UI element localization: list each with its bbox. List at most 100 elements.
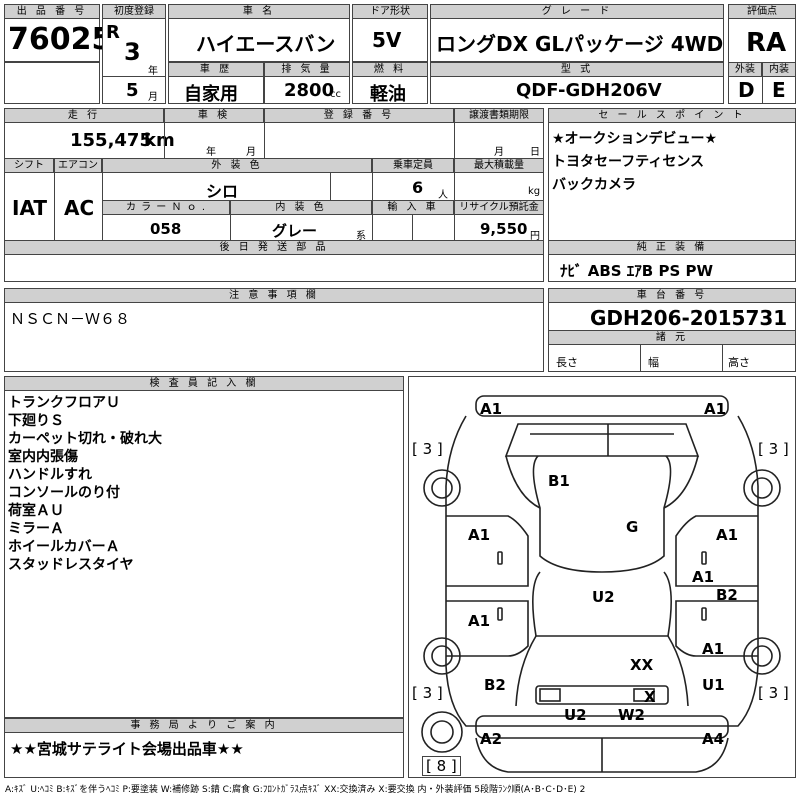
sales-point-line: バックカメラ: [552, 177, 636, 193]
first-reg-label: 初度登録: [102, 4, 166, 19]
notes-value: ＮＳＣＮ－Ｗ６８: [10, 310, 131, 328]
first-reg-era: R: [106, 22, 120, 43]
damage-a1-left-door: A1: [468, 526, 491, 544]
int-score-label: 内装: [762, 62, 796, 77]
inspector-line: トランクフロアＵ: [8, 395, 120, 411]
length-label: 長さ: [556, 356, 578, 369]
score-label: 評価点: [728, 4, 796, 19]
color-no-label: カ ラ ー Ｎ ｏ .: [102, 200, 230, 215]
inspector-line: ハンドルすれ: [8, 467, 92, 483]
inspector-line: カーペット切れ・破れ大: [8, 431, 162, 447]
damage-b2-right: B2: [716, 586, 738, 604]
recycle-label: リサイクル預託金: [454, 200, 544, 215]
damage-b2-left: B2: [484, 676, 506, 694]
diagram-box: [408, 376, 796, 778]
door-value: 5V: [372, 28, 402, 52]
equipment-value: ﾅﾋﾞ ABS ｴｱB PS PW: [560, 262, 714, 280]
damage-u2-rear: U2: [564, 706, 587, 724]
tire-rear-left: [ 3 ]: [412, 684, 443, 702]
car-diagram: [421, 395, 781, 773]
chassis-label: 車 台 番 号: [548, 288, 796, 303]
score-value: RA: [746, 28, 787, 58]
transfer-month-unit: 月: [494, 147, 504, 158]
damage-x: X: [644, 688, 656, 706]
import-label: 輸 入 車: [372, 200, 454, 215]
history-value: 自家用: [184, 84, 238, 105]
legend: A:ｷｽﾞ U:ﾍｺﾐ B:ｷｽﾞを伴うﾍｺﾐ P:要塗装 W:補修跡 S:錆 …: [5, 785, 586, 795]
int-color-value: グレー: [272, 222, 318, 240]
int-score-value: E: [772, 78, 786, 102]
damage-u2-floor: U2: [592, 588, 615, 606]
displacement-unit: cc: [330, 89, 341, 100]
chassis-value: GDH206-2015731: [590, 306, 788, 330]
damage-g-windshield: G: [626, 518, 639, 536]
mileage-value: 155,475: [70, 130, 152, 151]
ext-score-label: 外装: [728, 62, 762, 77]
lot-blank: [4, 62, 100, 104]
transfer-day-unit: 日: [530, 147, 540, 158]
first-reg-month: 5: [126, 80, 139, 101]
inspector-box: [4, 376, 404, 718]
shift-label: シフト: [4, 158, 54, 173]
spare-tire: [ 8 ]: [422, 756, 461, 776]
inspector-line: 室内内張傷: [8, 449, 78, 465]
damage-a1-front-right: A1: [704, 400, 727, 418]
sales-point-line: ★オークションデビュー★: [552, 131, 718, 147]
later-parts-label: 後 日 発 送 部 品: [4, 240, 544, 255]
capacity-unit: 人: [438, 190, 448, 201]
model-label: 型 式: [430, 62, 724, 77]
inspector-line: コンソールのり付: [8, 485, 120, 501]
first-reg-month-unit: 月: [148, 92, 158, 103]
fuel-value: 軽油: [370, 84, 406, 105]
damage-a2: A2: [480, 730, 503, 748]
reg-no-label: 登 録 番 号: [264, 108, 454, 123]
equipment-label: 純 正 装 備: [548, 240, 796, 255]
aircon-label: エアコン: [54, 158, 102, 173]
damage-b1-roof: B1: [548, 472, 570, 490]
inspector-label: 検 査 員 記 入 欄: [4, 376, 404, 391]
sales-points-label: セ ー ル ス ポ イ ン ト: [548, 108, 796, 123]
door-label: ドア形状: [352, 4, 428, 19]
damage-a1-right-rear: A1: [702, 640, 725, 658]
displacement-label: 排 気 量: [264, 62, 350, 77]
capacity-label: 乗車定員: [372, 158, 454, 173]
width-label: 幅: [648, 356, 659, 369]
office-value: ★★宮城サテライト会場出品車★★: [10, 740, 244, 758]
load-label: 最大積載量: [454, 158, 544, 173]
spec-label: 諸 元: [548, 330, 796, 345]
first-reg-year: 3: [124, 38, 141, 66]
recycle-unit: 円: [530, 231, 540, 242]
recycle-value: 9,550: [480, 220, 528, 238]
int-color-unit: 系: [356, 231, 366, 242]
inspector-line: 下廻りＳ: [8, 413, 64, 429]
sales-point-line: トヨタセーフティセンス: [552, 154, 705, 170]
ext-color-value: シロ: [206, 182, 239, 201]
car-name-label: 車 名: [168, 4, 350, 19]
history-label: 車 歴: [168, 62, 264, 77]
office-label: 事 務 局 よ り ご 案 内: [4, 718, 404, 733]
inspection-month-unit: 月: [246, 147, 256, 158]
lot-label: 出 品 番 号: [4, 4, 100, 19]
inspector-line: ホイールカバーＡ: [8, 539, 120, 555]
fuel-label: 燃 料: [352, 62, 428, 77]
first-reg-year-unit: 年: [148, 66, 158, 77]
int-color-label: 内 装 色: [230, 200, 372, 215]
ext-color-label: 外 装 色: [102, 158, 372, 173]
inspector-line: ミラーＡ: [8, 521, 64, 537]
transfer-label: 譲渡書類期限: [454, 108, 544, 123]
load-unit: kg: [528, 186, 541, 197]
damage-a1-left-rear: A1: [468, 612, 491, 630]
tire-front-right: [ 3 ]: [758, 440, 789, 458]
capacity-value: 6: [412, 178, 424, 197]
lot-number: 76025: [8, 22, 113, 57]
tire-front-left: [ 3 ]: [412, 440, 443, 458]
damage-a1-right-mid: A1: [692, 568, 715, 586]
model-value: QDF-GDH206V: [516, 80, 662, 101]
color-no-value: 058: [150, 220, 182, 238]
inspector-list: トランクフロアＵ 下廻りＳ カーペット切れ・破れ大 室内内張傷 ハンドルすれ コ…: [8, 394, 162, 574]
grade-label: グ レ ー ド: [430, 4, 724, 19]
aircon-value: AC: [64, 196, 95, 220]
damage-w2-rear: W2: [618, 706, 645, 724]
first-reg-box: [102, 4, 166, 104]
notes-label: 注 意 事 項 欄: [4, 288, 544, 303]
